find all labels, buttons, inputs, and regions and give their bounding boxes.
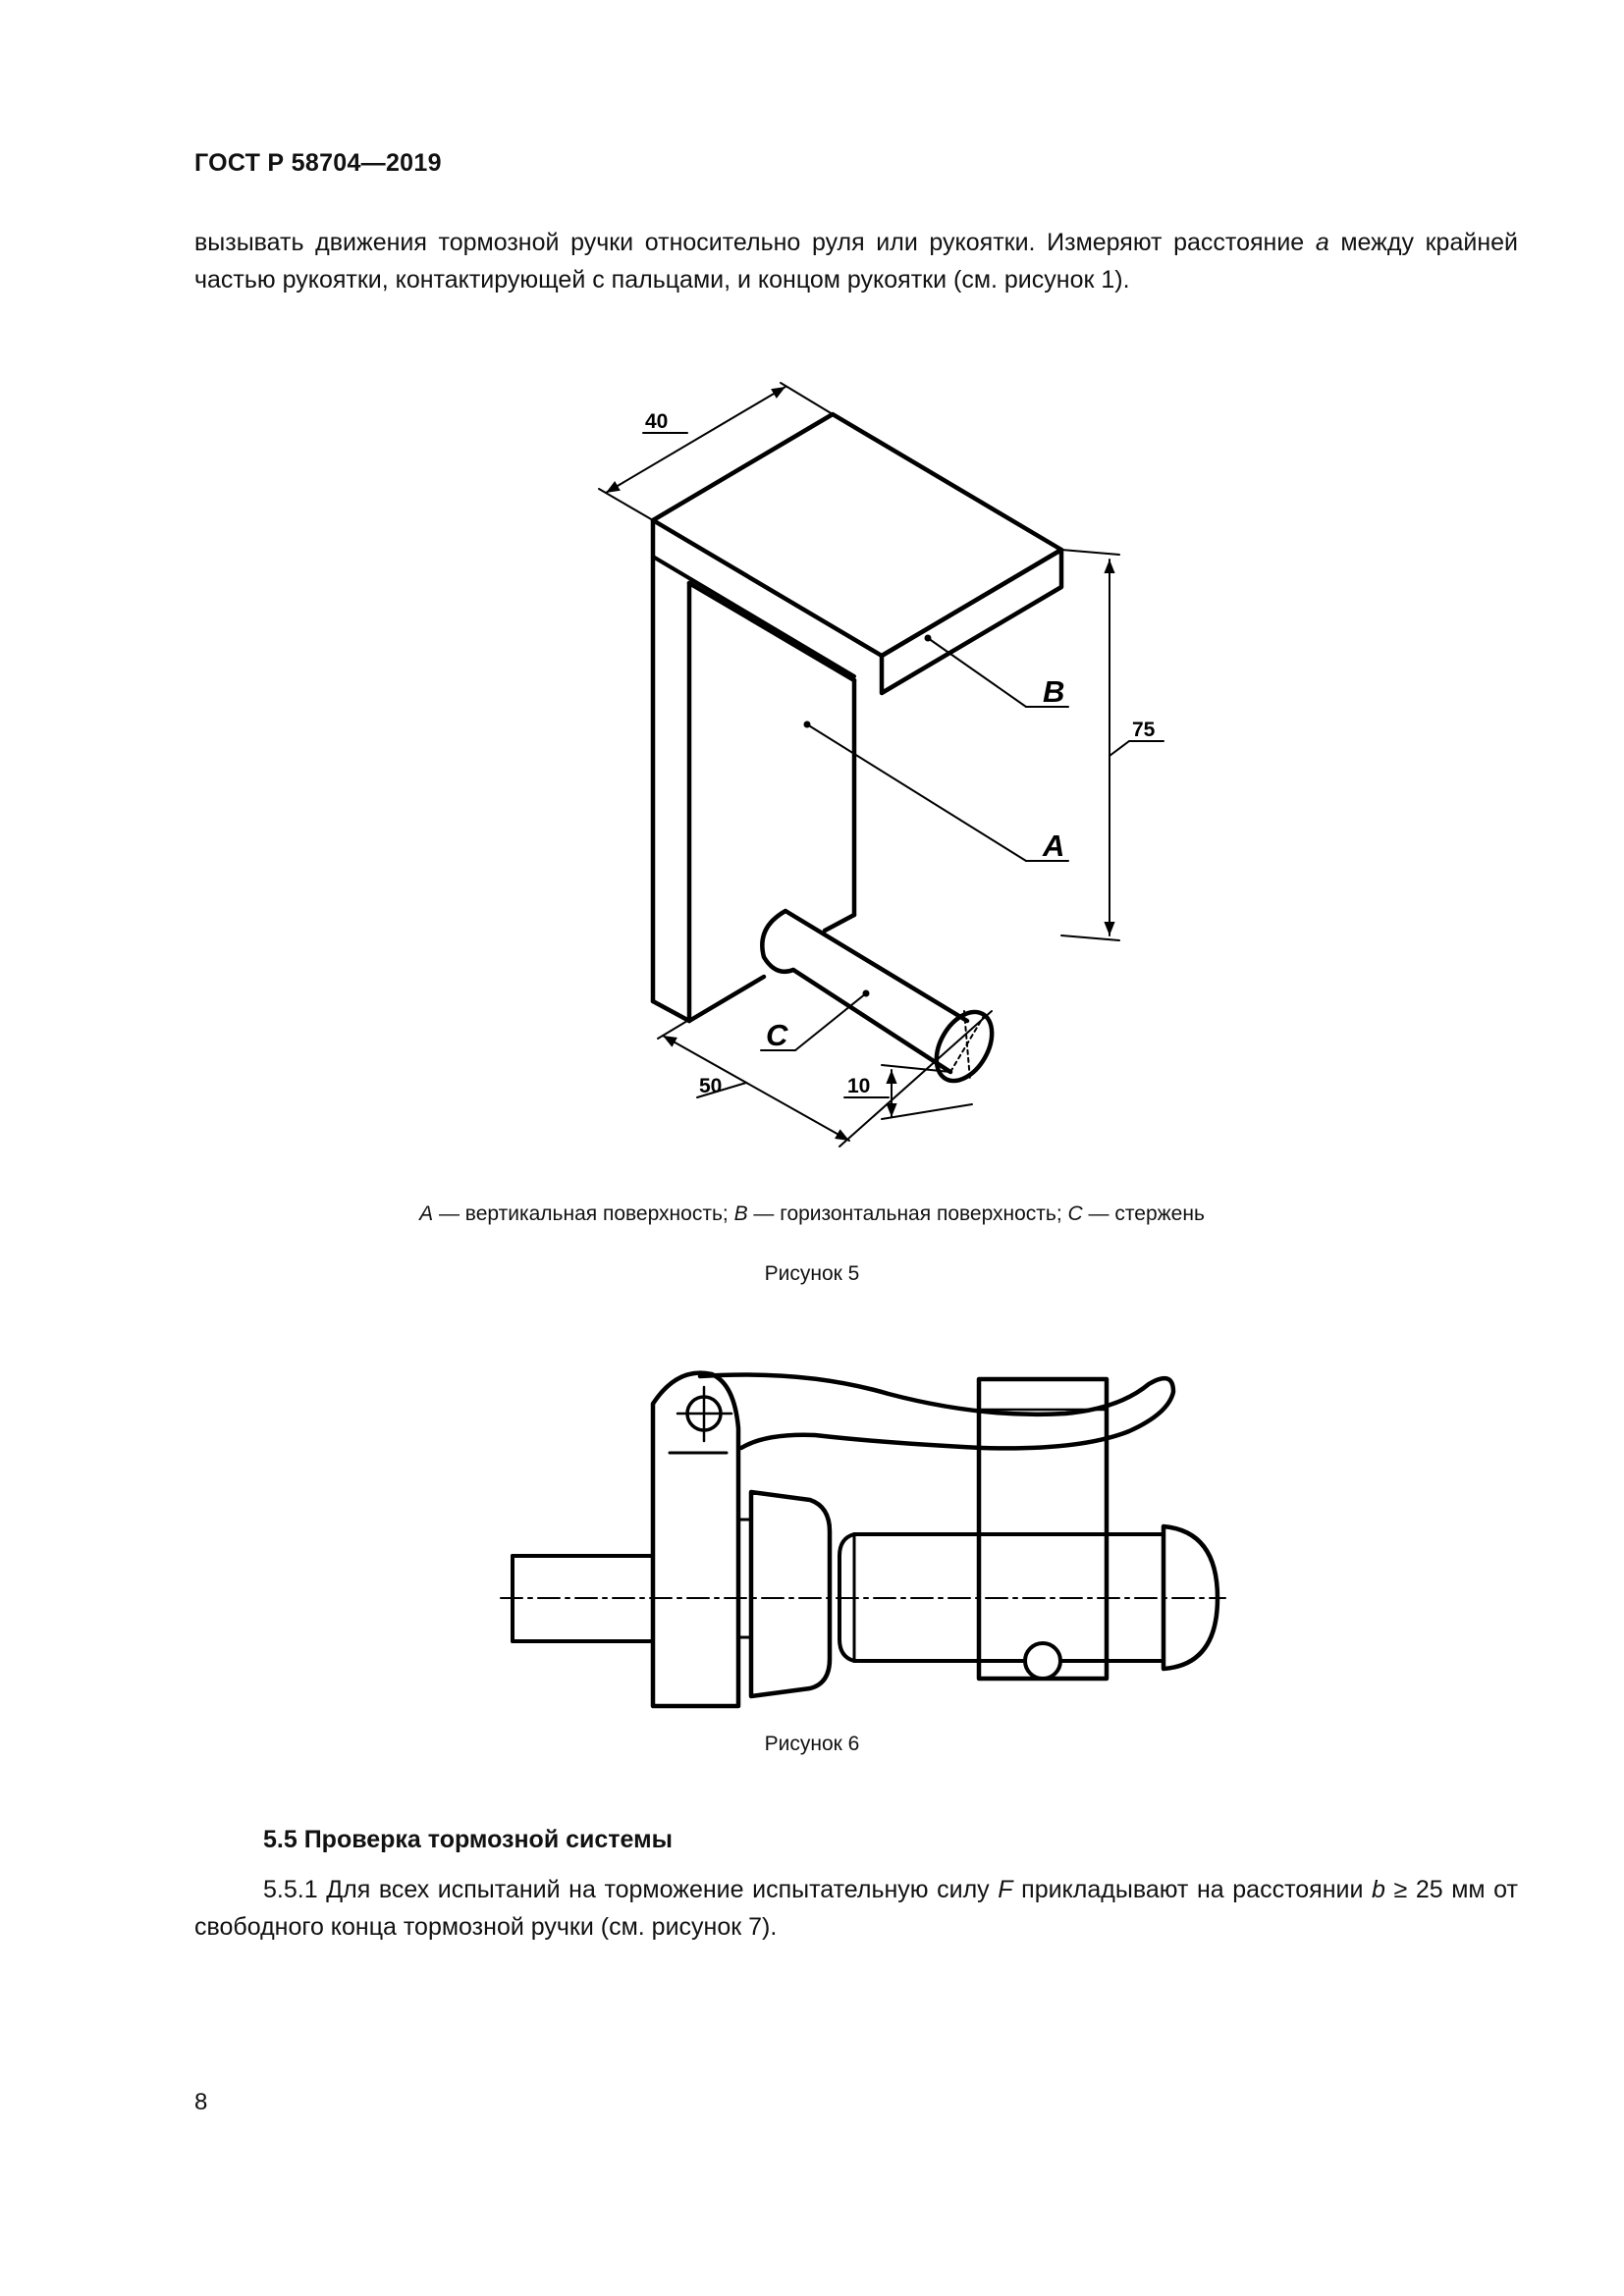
intro-paragraph: вызывать движения тормозной ручки относи… [194,229,1518,294]
rod-body [760,908,796,975]
figure-5-legend: A — вертикальная поверхность; B — горизо… [419,1202,1205,1225]
document-header: ГОСТ Р 58704—2019 [194,149,442,177]
variable-a: a [1315,229,1329,256]
variable-F: F [998,1876,1013,1903]
vertical-body [653,520,854,1021]
clamp-body [650,1370,741,1709]
label-C: C [766,1018,788,1052]
plate-top-face [650,411,1064,659]
plate-front-face [879,547,1064,696]
point-A-dot [803,721,811,728]
point-B-dot [924,634,932,642]
grip-collar [748,1489,833,1699]
section-paragraph: 5.5.1 Для всех испытаний на торможение и… [194,1876,1518,1941]
label-A: A [1042,828,1064,863]
dim-75-label: 75 [1132,719,1156,741]
dim-10-label: 10 [847,1075,870,1097]
dim-50-label: 50 [699,1075,722,1097]
variable-b: b [1372,1876,1385,1903]
hole-circle [1023,1641,1062,1681]
dim-40-label: 40 [645,410,668,433]
figure-6-caption: Рисунок 6 [764,1733,860,1755]
label-B: B [1043,674,1064,709]
rod-end-ellipse [934,1009,995,1084]
figure-5-caption: Рисунок 5 [764,1262,860,1285]
page-number: 8 [194,2089,208,2115]
point-C-dot [862,989,870,997]
figure-5-drawing: 40 75 50 10 B A C [598,382,1164,1148]
fixture-block [976,1376,1110,1682]
section-title: 5.5 Проверка тормозной системы [263,1826,673,1853]
figure-6-drawing [500,1370,1226,1709]
brake-lever [697,1372,1176,1451]
